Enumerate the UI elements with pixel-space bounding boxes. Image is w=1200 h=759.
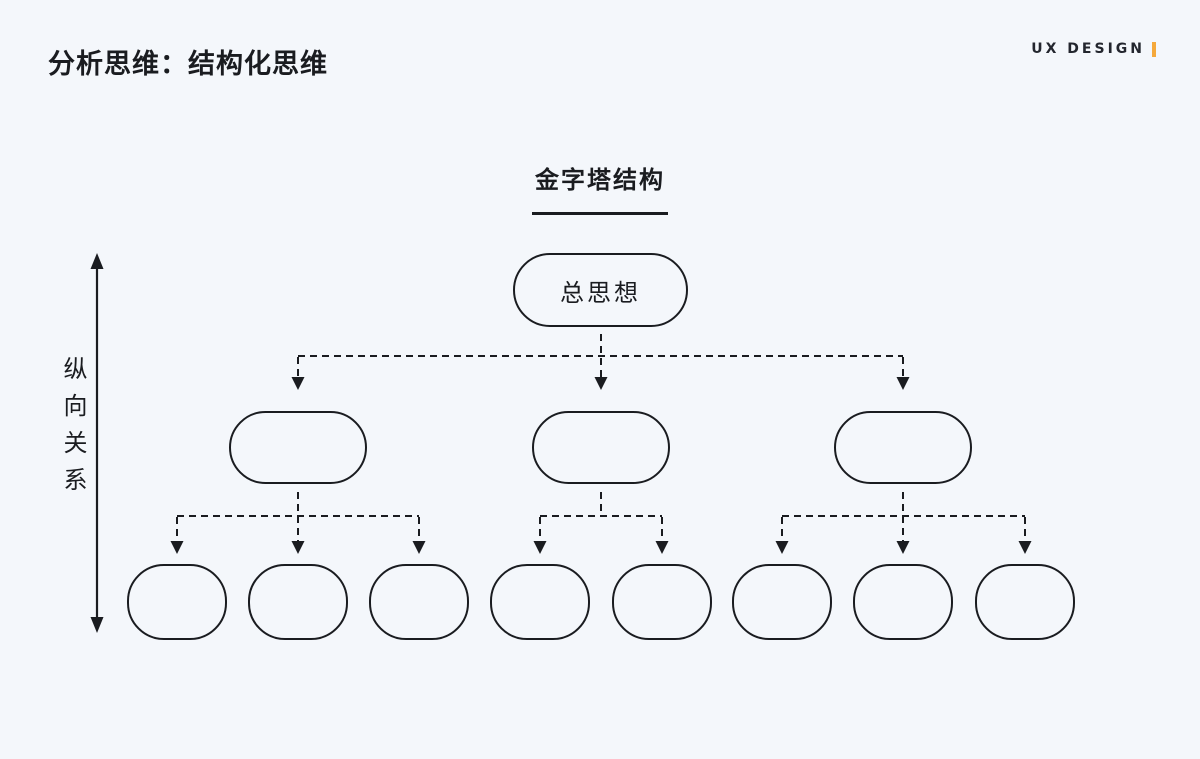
arrowhead-icon	[594, 377, 608, 390]
leaf-node-7	[853, 564, 953, 640]
arrowhead-icon	[775, 541, 789, 554]
page-title: 分析思维：结构化思维	[48, 49, 328, 80]
root-node: 总思想	[513, 253, 688, 327]
brand-accent-bar	[1152, 41, 1156, 57]
leaf-node-2	[248, 564, 348, 640]
arrowhead-icon	[291, 377, 305, 390]
tier1-connectors	[291, 334, 910, 390]
leaf-node-3	[369, 564, 469, 640]
arrowhead-icon	[170, 541, 184, 554]
arrowhead-icon	[896, 377, 910, 390]
tier2-middle-connectors	[533, 492, 669, 554]
diagram-title-underline	[532, 212, 668, 215]
arrow-up-icon	[90, 253, 104, 269]
root-node-label: 总思想	[560, 278, 641, 307]
brand-logo: UX DESIGN	[1031, 41, 1156, 57]
diagram-title: 金字塔结构	[535, 166, 665, 194]
tier2-right-connectors	[775, 492, 1032, 554]
arrowhead-icon	[655, 541, 669, 554]
arrow-down-icon	[90, 617, 104, 633]
branch-node-2	[532, 411, 670, 484]
arrowhead-icon	[533, 541, 547, 554]
tier2-left-connectors	[170, 492, 426, 554]
brand-text: UX DESIGN	[1031, 41, 1145, 57]
arrowhead-icon	[412, 541, 426, 554]
arrowhead-icon	[291, 541, 305, 554]
branch-node-1	[229, 411, 367, 484]
leaf-node-1	[127, 564, 227, 640]
diagram-title-block: 金字塔结构	[0, 160, 1200, 215]
vertical-axis-arrow	[90, 253, 104, 633]
leaf-node-8	[975, 564, 1075, 640]
arrowhead-icon	[1018, 541, 1032, 554]
branch-node-3	[834, 411, 972, 484]
leaf-node-4	[490, 564, 590, 640]
leaf-node-5	[612, 564, 712, 640]
arrowhead-icon	[896, 541, 910, 554]
vertical-axis-label: 纵向关系	[59, 356, 87, 504]
leaf-node-6	[732, 564, 832, 640]
